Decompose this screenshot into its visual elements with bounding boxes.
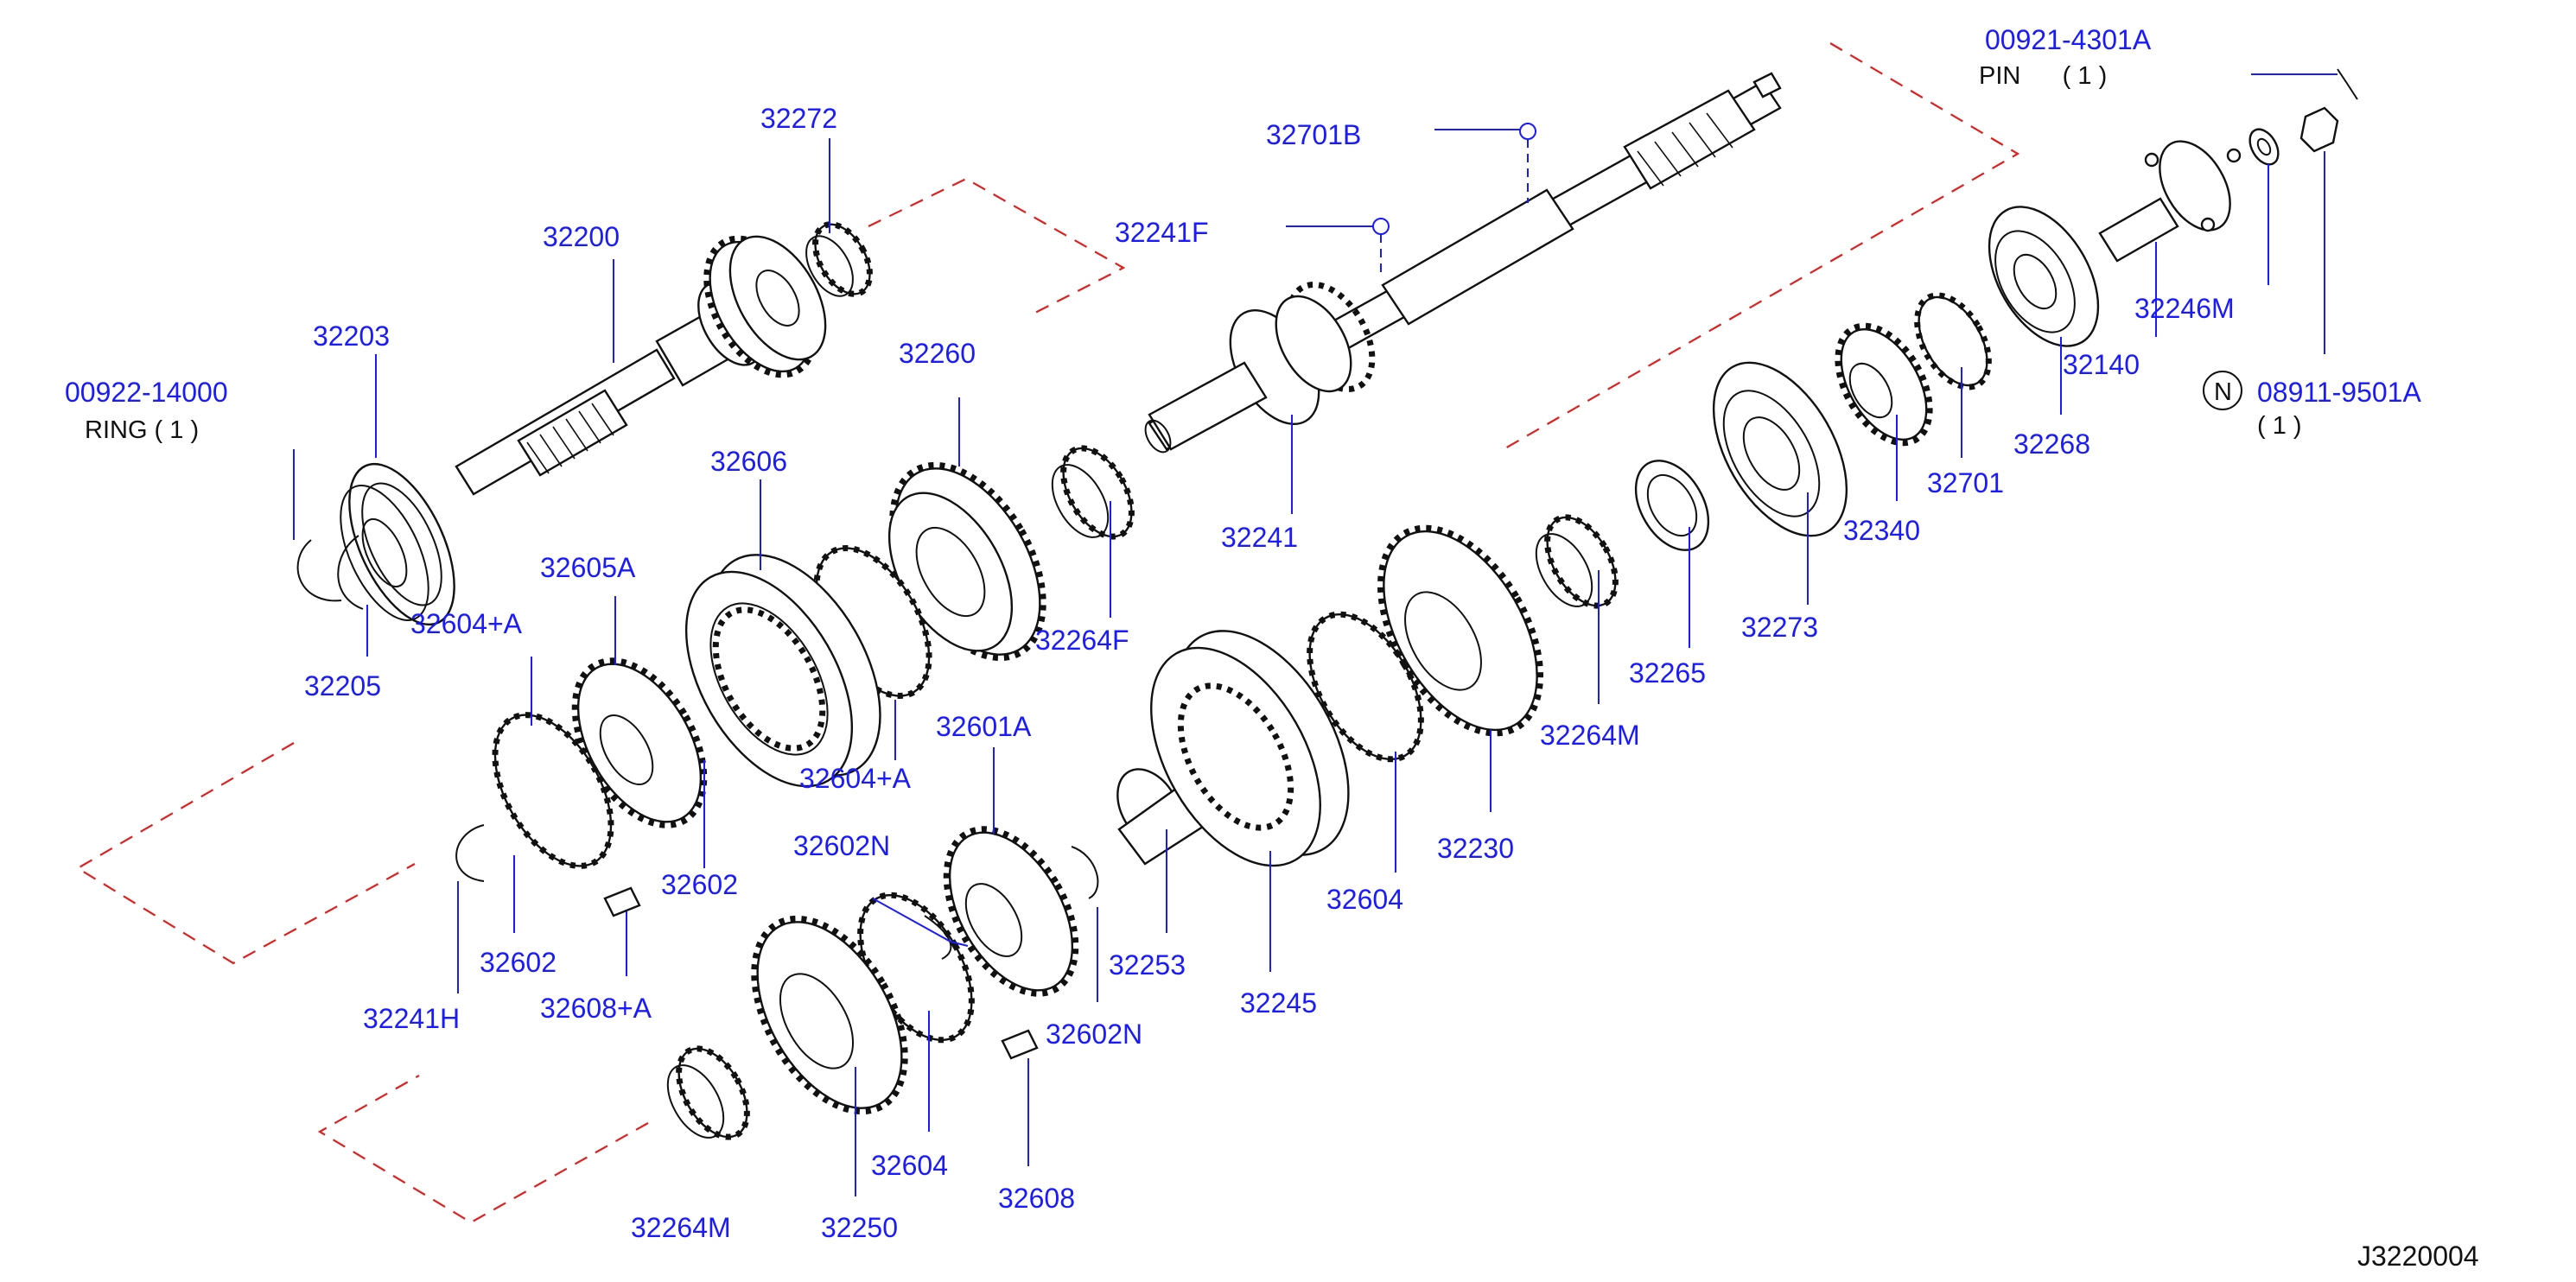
- label-32230[interactable]: 32230: [1437, 833, 1514, 864]
- label-32250[interactable]: 32250: [821, 1212, 898, 1243]
- label-32203[interactable]: 32203: [313, 320, 390, 352]
- new-part-marker: N: [2214, 378, 2232, 406]
- label-32264m-mid[interactable]: 32264M: [1540, 720, 1640, 751]
- label-32245[interactable]: 32245: [1240, 987, 1317, 1019]
- label-32604-mid[interactable]: 32604: [1326, 884, 1403, 915]
- label-32241[interactable]: 32241: [1221, 522, 1298, 553]
- label-32200[interactable]: 32200: [543, 221, 620, 252]
- label-32264f[interactable]: 32264F: [1035, 625, 1129, 656]
- label-32604-a-mid[interactable]: 32604+A: [799, 763, 912, 794]
- label-32602-lower[interactable]: 32602: [480, 947, 557, 978]
- gear-cluster-upper: [455, 461, 1046, 917]
- label-32605A[interactable]: 32605A: [540, 552, 636, 583]
- label-08911-9501a[interactable]: 08911-9501A: [2257, 377, 2421, 408]
- label-32253[interactable]: 32253: [1109, 949, 1186, 981]
- label-32606[interactable]: 32606: [710, 446, 787, 477]
- label-32601a[interactable]: 32601A: [936, 711, 1032, 742]
- main-shaft-assembly: [1051, 72, 1782, 540]
- gear-cluster-right: [1150, 68, 2358, 867]
- part-labels: 32272 32200 32203 00922-14000 RING ( 1 )…: [65, 24, 2479, 1272]
- ring-quantity-note: RING ( 1 ): [85, 416, 199, 444]
- label-00921-4301a[interactable]: 00921-4301A: [1985, 24, 2152, 55]
- label-32140[interactable]: 32140: [2063, 349, 2140, 380]
- label-32340[interactable]: 32340: [1843, 515, 1920, 546]
- label-00922-14000[interactable]: 00922-14000: [65, 377, 228, 408]
- label-32241f[interactable]: 32241F: [1115, 217, 1209, 248]
- label-32265[interactable]: 32265: [1629, 657, 1706, 689]
- label-32264m-bottom[interactable]: 32264M: [631, 1212, 731, 1243]
- label-32608[interactable]: 32608: [998, 1183, 1075, 1214]
- label-32608-a[interactable]: 32608+A: [540, 993, 652, 1024]
- label-32602-upper[interactable]: 32602: [661, 869, 738, 900]
- label-32246m[interactable]: 32246M: [2134, 293, 2235, 324]
- leader-lines: [293, 73, 2337, 1196]
- nut-quantity-note: ( 1 ): [2257, 412, 2302, 440]
- label-32241h[interactable]: 32241H: [363, 1003, 460, 1034]
- label-32701b[interactable]: 32701B: [1266, 119, 1361, 150]
- label-32701[interactable]: 32701: [1927, 467, 2004, 498]
- label-32602n-upper[interactable]: 32602N: [793, 830, 890, 861]
- label-32273[interactable]: 32273: [1741, 612, 1818, 643]
- label-32205[interactable]: 32205: [304, 670, 381, 701]
- circle-n-icon: [2203, 371, 2242, 410]
- label-32268[interactable]: 32268: [2013, 428, 2090, 460]
- dashed-guide-lines: [75, 42, 2020, 1224]
- label-32604-bottom[interactable]: 32604: [871, 1150, 948, 1181]
- gear-cluster-lower: [666, 768, 1207, 1140]
- label-32602n-lower[interactable]: 32602N: [1046, 1019, 1142, 1050]
- figure-id: J3220004: [2357, 1241, 2479, 1272]
- input-shaft-assembly: [296, 221, 873, 626]
- pin-quantity-note: PIN ( 1 ): [1979, 62, 2107, 90]
- label-32260[interactable]: 32260: [899, 338, 976, 369]
- label-32272[interactable]: 32272: [760, 103, 837, 134]
- label-32604-a-top[interactable]: 32604+A: [410, 608, 523, 639]
